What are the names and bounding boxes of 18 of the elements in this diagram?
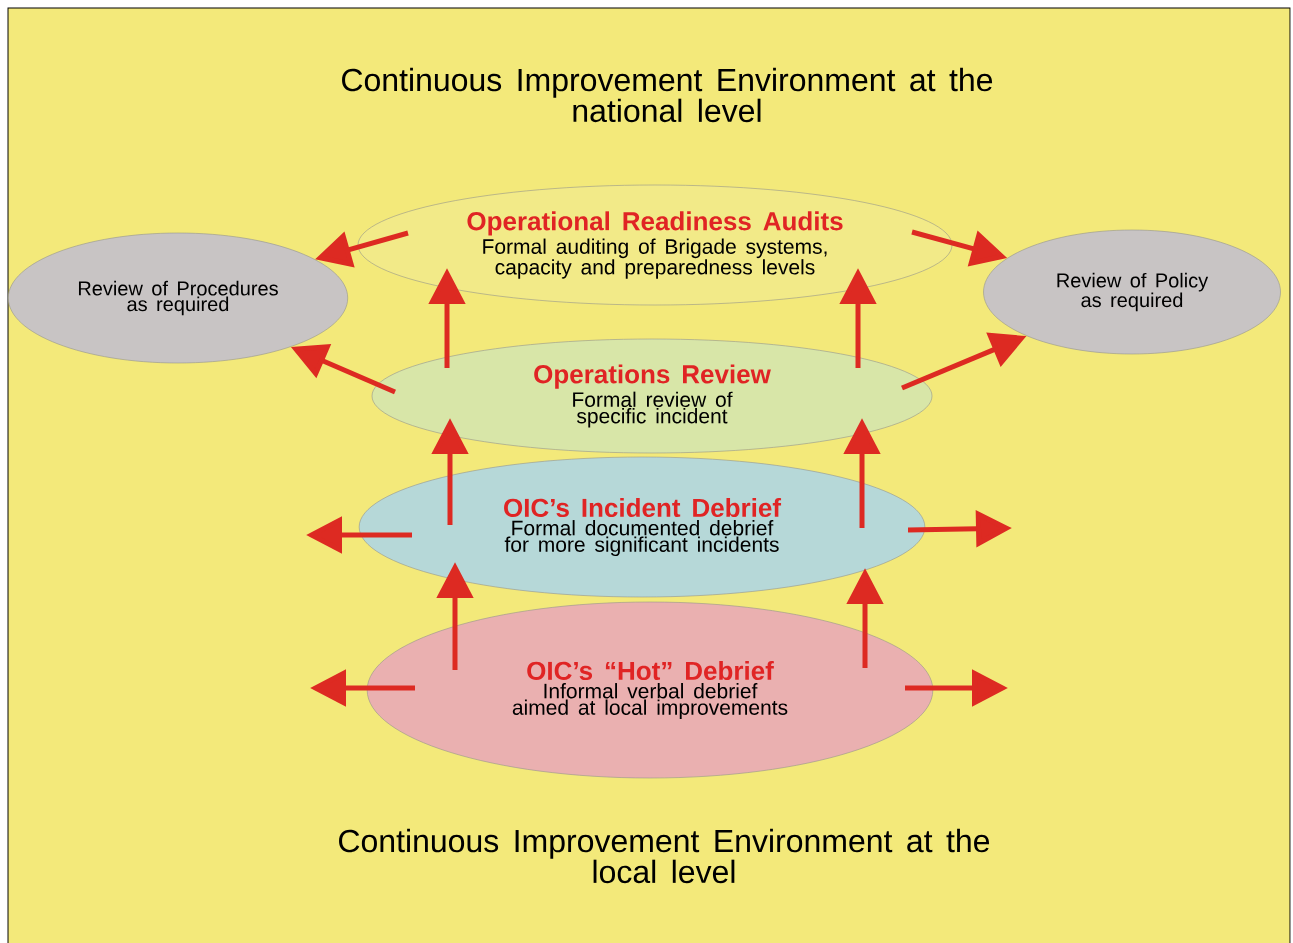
layer-description: Formal auditing of Brigade systems, capacity and preparedness levels [483, 238, 827, 279]
layer-description: Formal documented debrief for more significant incidents [504, 520, 779, 557]
layer-title: OIC’s “Hot” Debrief [527, 660, 774, 681]
environment-label: Continuous Improvement Environment at the national level [342, 67, 993, 123]
layer-title: Operational Readiness Audits [467, 211, 843, 236]
environment-label: Continuous Improvement Environment at the local level [339, 828, 990, 884]
review-ellipse [983, 229, 1281, 355]
node-text: Review of Policy as required [1057, 272, 1209, 312]
review-ellipse [8, 232, 348, 364]
layer-title: OIC’s Incident Debrief [504, 497, 782, 518]
layer-title: Operations Review [534, 364, 771, 389]
layer-ellipse [358, 456, 926, 598]
layer-ellipse [366, 601, 934, 779]
layer-description: Informal verbal debrief aimed at local improvements [512, 683, 788, 720]
layer-description: Formal review of specific incident [573, 391, 733, 428]
layer-ellipse [357, 184, 953, 306]
layer-ellipse [371, 338, 933, 454]
node-text: Review of Procedures as required [79, 280, 278, 316]
